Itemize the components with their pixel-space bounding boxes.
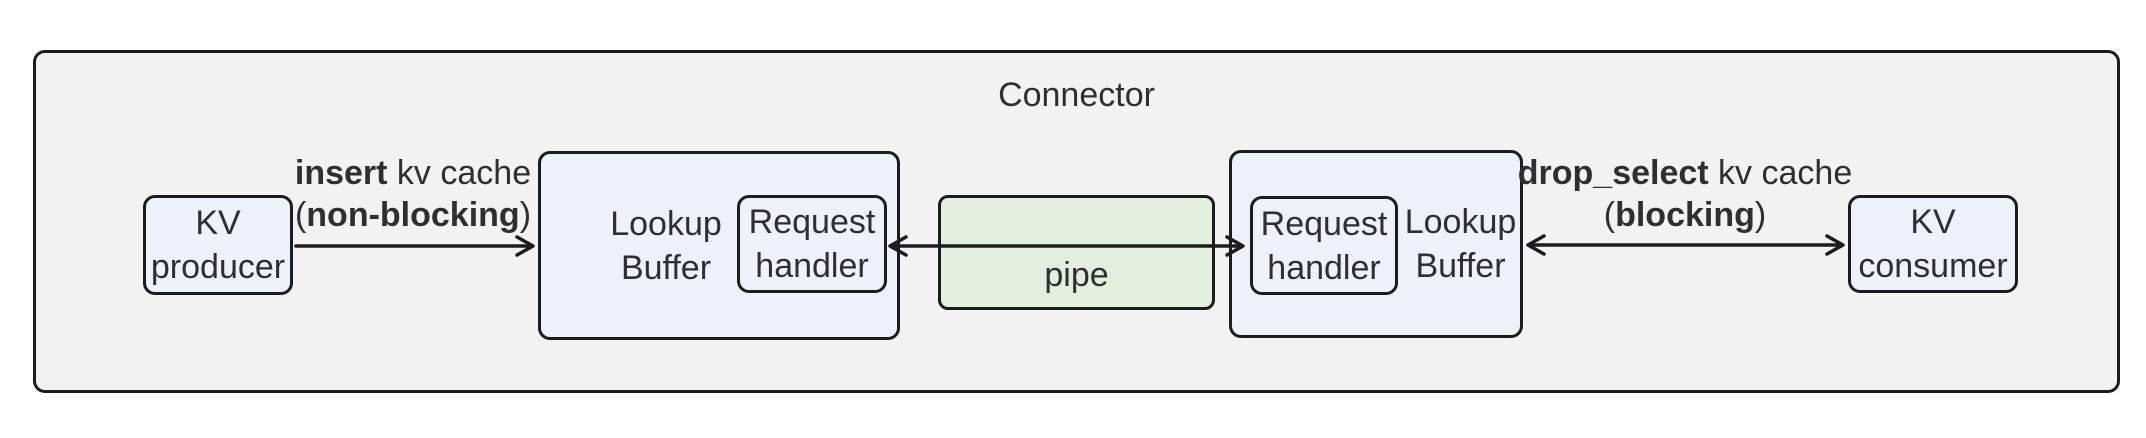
request-handler-left-label-line2: handler: [755, 247, 869, 285]
kv-consumer-label-line2: consumer: [1858, 247, 2008, 285]
pipe-node: pipe: [938, 195, 1215, 310]
kv-producer-label-line2: producer: [150, 248, 286, 286]
lookup-buffer-left-label: Lookup Buffer: [595, 151, 737, 340]
insert-edge-label-line1: insert kv cache: [223, 152, 603, 194]
drop-select-edge-label-line1: drop_select kv cache: [1495, 152, 1875, 194]
request-handler-left-node: Request handler: [737, 195, 887, 293]
drop-select-bold-text: drop_select: [1517, 154, 1709, 192]
insert-edge-label: insert kv cache (non-blocking): [223, 152, 603, 236]
insert-bold-text: insert: [294, 154, 388, 192]
drop-select-rest-text: kv cache: [1708, 154, 1853, 192]
lookup-buffer-right-label-line2: Buffer: [1415, 247, 1506, 285]
blocking-bold-text: blocking: [1615, 196, 1755, 234]
drop-select-edge-label-line2: (blocking): [1495, 194, 1875, 236]
drop-select-open-paren: (: [1603, 196, 1616, 234]
lookup-buffer-left-label-line1: Lookup: [610, 204, 722, 243]
lookup-buffer-right-label: Lookup Buffer: [1398, 150, 1523, 338]
insert-rest-text: kv cache: [387, 154, 532, 192]
kv-consumer-node: KV consumer: [1848, 195, 2018, 293]
insert-close-paren: ): [519, 196, 532, 234]
kv-consumer-label-line1: KV: [1910, 203, 1956, 241]
kv-producer-label-line1: KV: [195, 204, 241, 242]
kv-producer-node: KV producer: [143, 195, 293, 295]
insert-open-paren: (: [294, 196, 307, 234]
lookup-buffer-right-label-line1: Lookup: [1404, 203, 1517, 241]
non-blocking-bold-text: non-blocking: [306, 196, 520, 234]
lookup-buffer-left-label-line2: Buffer: [620, 248, 712, 287]
connector-title: Connector: [998, 76, 1155, 114]
request-handler-left-label-line1: Request: [748, 203, 876, 241]
drop-select-close-paren: ): [1754, 196, 1767, 234]
insert-edge-label-line2: (non-blocking): [223, 194, 603, 236]
pipe-label: pipe: [1044, 256, 1109, 294]
request-handler-right-node: Request handler: [1250, 196, 1398, 295]
request-handler-right-label-line1: Request: [1260, 204, 1388, 243]
request-handler-right-label-line2: handler: [1267, 248, 1381, 287]
drop-select-edge-label: drop_select kv cache (blocking): [1495, 152, 1875, 236]
